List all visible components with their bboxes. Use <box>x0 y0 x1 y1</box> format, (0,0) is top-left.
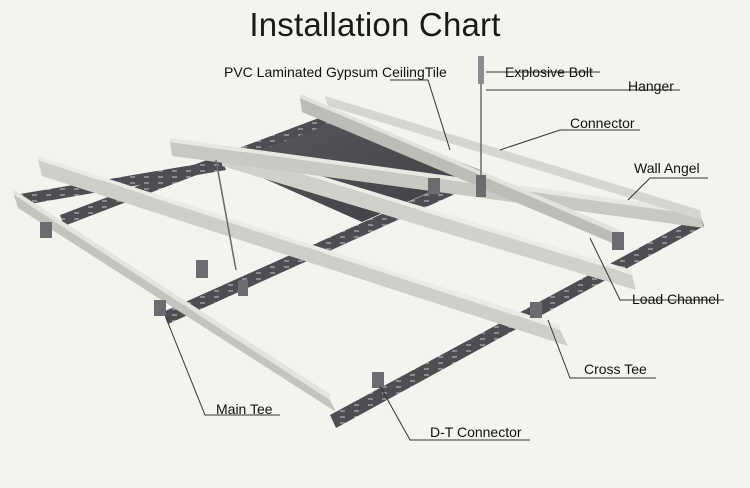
label-wall-angel: Wall Angel <box>634 160 700 176</box>
label-connector: Connector <box>570 115 635 131</box>
clip <box>40 222 52 238</box>
label-main-tee: Main Tee <box>216 401 273 417</box>
label-load-channel: Load Channel <box>632 291 720 307</box>
leader-wall-angel <box>627 177 708 201</box>
main-tee <box>325 96 702 220</box>
leader-connector <box>499 129 640 151</box>
leader-dt-connector <box>379 385 530 441</box>
clip <box>154 300 166 316</box>
wall-angel-rail-top <box>170 138 700 215</box>
leader-load-channel <box>589 237 724 301</box>
clip <box>372 372 384 388</box>
main-tee <box>38 160 568 346</box>
clip <box>476 175 486 197</box>
clip <box>238 280 248 296</box>
leader-cross-tee <box>547 319 656 379</box>
main-tee-top <box>38 156 560 330</box>
label-ceiling-tile: PVC Laminated Gypsum CeilingTile <box>224 64 447 80</box>
clip <box>428 178 440 194</box>
main-tee-top <box>300 94 620 235</box>
connector-clips <box>40 175 624 388</box>
hanger-rod <box>215 159 237 271</box>
load-channel-rail-top <box>222 146 632 275</box>
clip <box>196 260 208 278</box>
main-tee <box>300 98 624 248</box>
label-cross-tee: Cross Tee <box>584 361 647 377</box>
label-explosive-bolt: Explosive Bolt <box>505 64 593 80</box>
label-hanger: Hanger <box>628 78 674 94</box>
label-dt-connector: D-T Connector <box>430 424 522 440</box>
leader-lines <box>165 71 724 441</box>
main-tee-top <box>14 190 330 400</box>
chart-title: Installation Chart <box>249 6 501 43</box>
leader-main-tee <box>165 317 280 416</box>
clip <box>530 302 542 318</box>
main-tee <box>14 195 336 412</box>
explosive-bolt <box>478 56 484 84</box>
load-channel-rail <box>222 150 636 290</box>
leader-ceiling-tile <box>390 79 451 151</box>
clip <box>612 232 624 250</box>
